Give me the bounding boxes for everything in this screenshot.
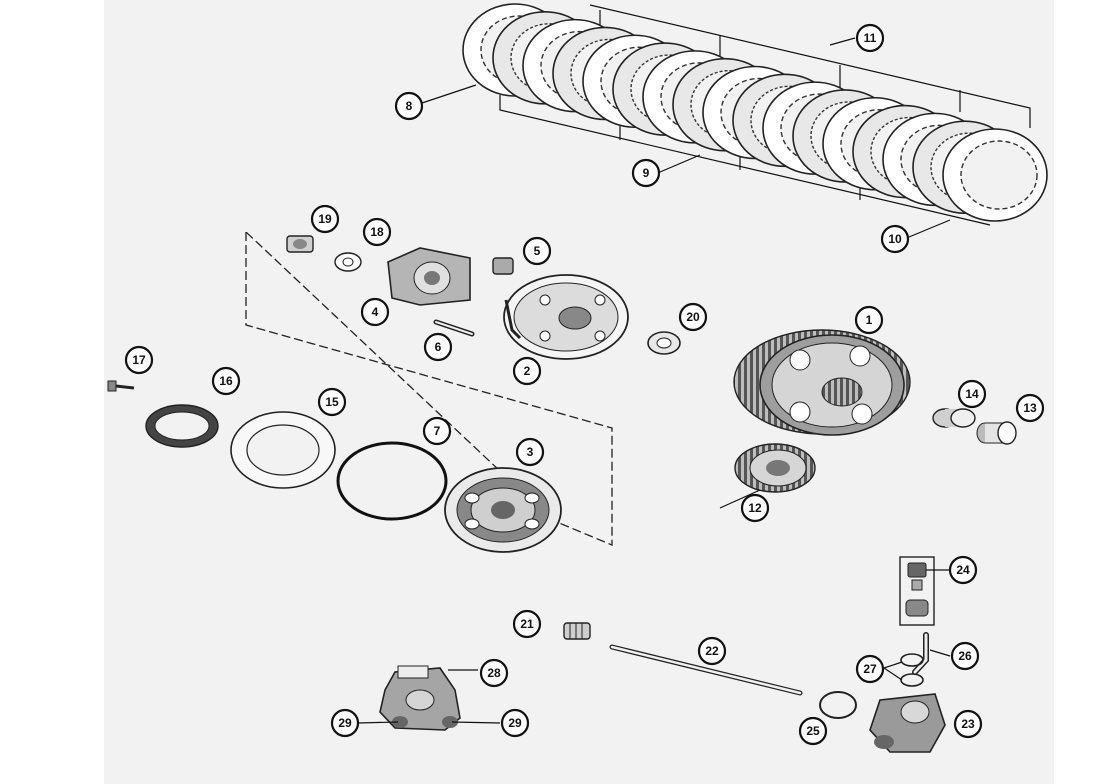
seal-ring-part [819,691,857,719]
svg-text:13: 13 [1023,401,1037,415]
nut-part [286,235,314,253]
callout-22: 22 [697,636,727,666]
callout-23: 23 [953,709,983,739]
pin-part [433,319,475,337]
inner-hub-part [503,274,629,360]
svg-text:16: 16 [219,374,233,388]
svg-text:10: 10 [888,232,902,246]
callout-29b: 29 [500,708,530,738]
svg-text:12: 12 [748,501,762,515]
callout-19: 19 [310,204,340,234]
thrust-washer-part [647,331,681,355]
callout-7: 7 [422,416,452,446]
svg-text:28: 28 [487,666,501,680]
release-lever-part [379,665,461,731]
callout-3: 3 [515,437,545,467]
svg-text:4: 4 [372,305,379,319]
svg-text:6: 6 [435,340,442,354]
callout-11: 11 [855,23,885,53]
svg-text:21: 21 [520,617,534,631]
svg-text:22: 22 [705,644,719,658]
svg-text:29: 29 [508,716,522,730]
push-rod-end-part [563,622,591,640]
callout-13: 13 [1015,393,1045,423]
clutch-plate-stack [462,3,1048,226]
svg-text:17: 17 [132,353,146,367]
drive-gear-part [734,443,816,493]
svg-text:14: 14 [965,387,979,401]
svg-text:19: 19 [318,212,332,226]
callout-8: 8 [394,91,424,121]
svg-text:26: 26 [958,649,972,663]
callout-18: 18 [362,217,392,247]
callout-20: 20 [678,302,708,332]
callout-2: 2 [512,356,542,386]
pressure-plate-part [444,467,562,553]
svg-text:2: 2 [524,364,531,378]
svg-text:24: 24 [956,563,970,577]
callout-21: 21 [512,609,542,639]
callout-29a: 29 [330,708,360,738]
svg-text:7: 7 [434,424,441,438]
callout-6: 6 [423,332,453,362]
svg-text:23: 23 [961,717,975,731]
svg-text:9: 9 [643,166,650,180]
callout-9: 9 [631,158,661,188]
callout-14: 14 [957,379,987,409]
svg-text:20: 20 [686,310,700,324]
svg-text:18: 18 [370,225,384,239]
callout-25: 25 [798,716,828,746]
leader-lines [357,37,951,724]
callout-12: 12 [740,493,770,523]
o-ring-part [336,441,448,521]
callout-26: 26 [950,641,980,671]
svg-text:25: 25 [806,724,820,738]
bearing-ring-part [145,404,219,448]
callout-15: 15 [317,387,347,417]
svg-text:27: 27 [863,662,877,676]
callout-16: 16 [211,366,241,396]
clutch-plate [942,128,1048,222]
svg-text:1: 1 [866,313,873,327]
callout-24: 24 [948,555,978,585]
small-nut-part [492,257,514,275]
svg-text:8: 8 [406,99,413,113]
svg-text:15: 15 [325,395,339,409]
lock-washer-part [334,252,362,272]
svg-text:29: 29 [338,716,352,730]
needle-bearing-part [932,408,976,428]
push-rod-part [609,644,803,696]
callout-5: 5 [522,236,552,266]
svg-text:5: 5 [534,244,541,258]
pressure-cap-part [387,247,471,306]
svg-text:11: 11 [864,31,877,45]
screw-part [107,380,135,392]
clutch-basket-part [733,329,911,436]
callout-10: 10 [880,224,910,254]
svg-text:3: 3 [527,445,534,459]
callout-labels: 1 2 3 4 5 6 7 8 9 10 11 12 13 14 15 16 1… [124,23,1045,746]
bushing-part [976,421,1017,445]
flat-washer-part [230,411,336,489]
callout-4: 4 [360,297,390,327]
slave-cylinder-part [869,693,946,753]
callout-28: 28 [479,658,509,688]
callout-1: 1 [854,305,884,335]
callout-27: 27 [855,654,885,684]
callout-17: 17 [124,345,154,375]
